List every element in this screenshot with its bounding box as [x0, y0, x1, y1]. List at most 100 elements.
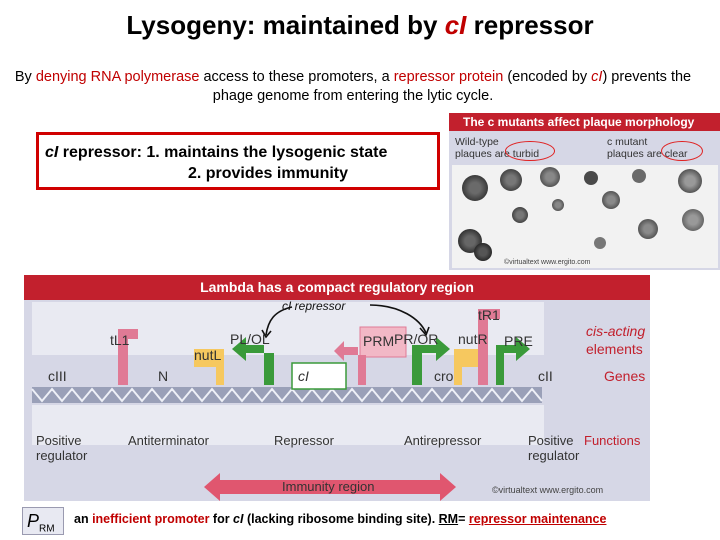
lower-guide-band: [32, 405, 544, 445]
label-functions: Functions: [584, 433, 641, 448]
func-regulator-1: regulator: [36, 448, 88, 463]
plaque-watermark: ©virtualtext www.ergito.com: [504, 259, 591, 266]
nutl-site-stem: [216, 349, 224, 385]
plaque: [462, 175, 488, 201]
summary-ci: cI: [45, 144, 59, 161]
callout-arrowhead-left: [261, 329, 272, 339]
func-regulator-2: regulator: [528, 448, 580, 463]
prm-sub: RM: [39, 523, 55, 535]
label-prm: PRM: [363, 333, 395, 349]
plaque: [584, 171, 598, 185]
label-nutr: nutR: [458, 331, 488, 347]
prm-footnote: an inefficient promoter for cI (lacking …: [74, 512, 606, 526]
plaque: [500, 169, 522, 191]
func-positive-regulator-1: Positive regulator: [36, 433, 87, 463]
footnote-part: for: [209, 512, 234, 526]
immunity-region-arrow: [204, 473, 456, 501]
ci-repressor-callout: cI repressor: [282, 299, 345, 313]
dna-helix: [31, 387, 543, 403]
func-repressor: Repressor: [274, 433, 334, 448]
intro-text: By denying RNA polymerase access to thes…: [8, 68, 698, 106]
plaque: [594, 237, 606, 249]
func-antirepressor: Antirepressor: [404, 433, 482, 448]
prm-promoter-arrow: [334, 341, 366, 385]
gene-cii: cII: [538, 368, 553, 384]
callout-arrowhead-right: [419, 326, 430, 337]
intro-part: (encoded by: [503, 69, 592, 85]
callout-arrow-left: [265, 306, 293, 336]
plaque: [474, 243, 492, 261]
lambda-regulatory-figure: Lambda has a compact regulatory region: [24, 275, 650, 501]
plaque: [682, 209, 704, 231]
title-pre: Lysogeny: maintained by: [126, 10, 445, 40]
gene-ci: cI: [298, 368, 309, 384]
slide-title: Lysogeny: maintained by cI repressor: [0, 10, 720, 41]
wildtype-caption-line1: Wild-type: [455, 136, 499, 148]
plaque: [540, 167, 560, 187]
title-ci: cI: [444, 10, 467, 40]
footnote-part: an: [74, 512, 93, 526]
prm-label-box: PRM: [22, 507, 64, 535]
plaque: [632, 169, 646, 183]
intro-part: ) prevents the phage genome from enterin…: [212, 69, 692, 104]
footnote-ci: cI: [233, 512, 244, 526]
func-positive-regulator-2: Positive regulator: [528, 433, 579, 463]
callout-arrow-right: [369, 304, 427, 334]
label-genes: Genes: [604, 368, 646, 384]
label-pr-or: PR/OR: [394, 331, 439, 347]
label-nutl: nutL: [194, 347, 222, 363]
func-antiterminator: Antiterminator: [128, 433, 209, 448]
lambda-watermark: ©virtualtext www.ergito.com: [492, 485, 604, 495]
immunity-region-label: Immunity region: [282, 479, 375, 494]
plaque-morphology-figure: The c mutants affect plaque morphology W…: [449, 113, 720, 270]
summary-text-1: repressor: 1. maintains the lysogenic st…: [58, 144, 388, 161]
func-positive-2: Positive: [528, 433, 574, 448]
summary-line-1: cI repressor: 1. maintains the lysogenic…: [45, 142, 431, 163]
label-tr1: tR1: [478, 307, 500, 323]
intro-red-ci: cI: [591, 69, 603, 85]
gene-n: N: [158, 368, 169, 384]
ci-gene-box: [291, 362, 347, 390]
prm-p: P: [27, 511, 40, 531]
ci-repressor-callout-text: cI repressor: [282, 299, 346, 313]
cmutant-caption-line1: c mutant: [607, 136, 648, 148]
turbid-highlight-ring: [505, 141, 555, 161]
tl1-terminator: [118, 329, 138, 385]
gene-cro: cro: [434, 368, 454, 384]
label-pre: PRE: [504, 333, 533, 349]
label-cis-acting: cis-acting: [586, 323, 646, 339]
label-elements: elements: [586, 341, 643, 357]
func-positive-1: Positive: [36, 433, 82, 448]
plaque: [678, 169, 702, 193]
intro-red-rnap: denying RNA polymerase: [35, 69, 200, 85]
plaque-figure-header: The c mutants affect plaque morphology: [449, 113, 720, 131]
plaque: [602, 191, 620, 209]
clear-highlight-ring: [661, 141, 703, 161]
title-post: repressor: [466, 10, 594, 40]
footnote-rm: RM: [438, 512, 459, 526]
footnote-part: (lacking ribosome binding site).: [243, 512, 439, 526]
plaque: [552, 199, 564, 211]
footnote-inefficient-promoter: inefficient promoter: [92, 512, 210, 526]
pl-promoter-arrow: [232, 337, 274, 385]
gene-ciii: cIII: [48, 368, 67, 384]
nutl-site: [194, 349, 222, 367]
footnote-repressor-maintenance: repressor maintenance: [468, 512, 607, 526]
ci-repressor-summary-box: cI repressor: 1. maintains the lysogenic…: [36, 132, 440, 190]
tr1-terminator: [478, 309, 500, 385]
lambda-map-svg: [31, 304, 543, 501]
summary-line-2: 2. provides immunity: [187, 165, 349, 182]
prm-promoter-box: [359, 326, 407, 358]
intro-red-repressor: repressor protein: [393, 69, 504, 85]
plaque: [638, 219, 658, 239]
plaque: [512, 207, 528, 223]
intro-part: By: [14, 69, 36, 85]
label-tl1: tL1: [110, 332, 130, 348]
intro-part: access to these promoters, a: [199, 69, 394, 85]
footnote-part: =: [458, 512, 469, 526]
plaque-photo: ©virtualtext www.ergito.com: [452, 165, 718, 268]
lambda-figure-header: Lambda has a compact regulatory region: [24, 275, 650, 300]
nutr-site-stem: [454, 349, 462, 385]
pr-promoter-arrow: [412, 337, 450, 385]
pre-promoter-arrow: [496, 337, 530, 385]
